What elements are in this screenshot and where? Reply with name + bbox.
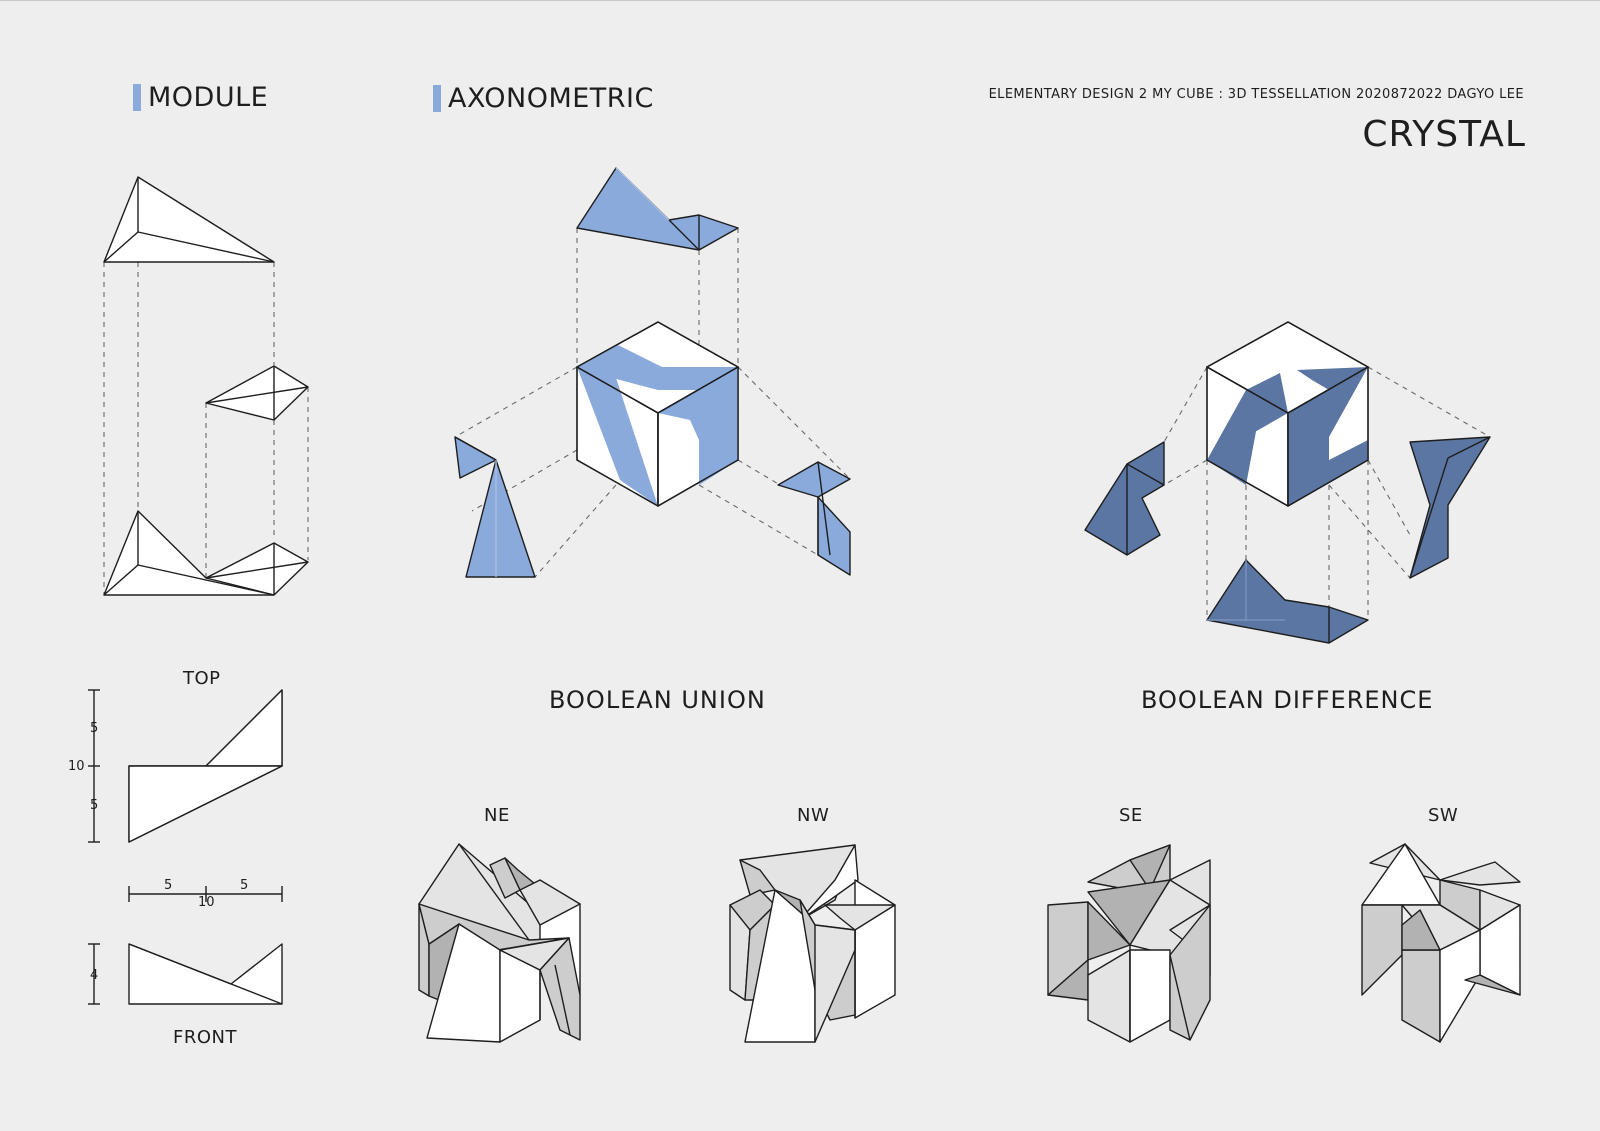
boolean-union-label: BOOLEAN UNION [549,686,766,714]
boolean-union-drawing [454,167,851,578]
top-rule [0,0,1600,1]
view-label-ne: NE [484,805,510,826]
top-view-drawing [128,689,283,843]
dim-vertical-total: 10 [68,759,85,774]
difference-left-piece [1084,441,1165,556]
height-dimension [88,943,100,1005]
difference-right-piece [1409,436,1491,579]
view-se-drawing [1047,844,1211,1043]
view-label-nw: NW [797,805,830,826]
view-ne-drawing [418,843,581,1043]
front-view-label: FRONT [173,1027,237,1048]
union-left-piece [454,436,536,578]
project-meta: ELEMENTARY DESIGN 2 MY CUBE : 3D TESSELL… [988,87,1524,102]
axonometric-heading: AXONOMETRIC [433,83,654,114]
horizontal-dimension [128,886,283,902]
dim-horizontal-left: 5 [164,878,173,893]
top-view-label: TOP [183,668,221,689]
front-view-drawing [128,943,283,1005]
module-top-piece [103,176,275,263]
axonometric-heading-text: AXONOMETRIC [448,83,654,114]
module-heading-text: MODULE [148,82,269,113]
module-heading: MODULE [133,82,268,113]
union-right-piece [777,461,851,498]
page-title: CRYSTAL [1362,114,1526,155]
module-exploded-drawing [103,176,309,596]
dim-horizontal-total: 10 [198,895,215,910]
view-nw-drawing [729,844,896,1043]
module-accent-bar [133,84,141,111]
view-label-se: SE [1119,805,1143,826]
module-middle-piece [205,365,309,421]
boolean-difference-drawing [1084,321,1491,644]
axonometric-accent-bar [433,85,441,112]
view-label-sw: SW [1428,805,1459,826]
vertical-dimension [88,689,100,843]
view-sw-drawing [1361,843,1521,1043]
boolean-difference-label: BOOLEAN DIFFERENCE [1141,686,1434,714]
dim-horizontal-right: 5 [240,878,249,893]
difference-bottom-piece [1206,559,1369,644]
